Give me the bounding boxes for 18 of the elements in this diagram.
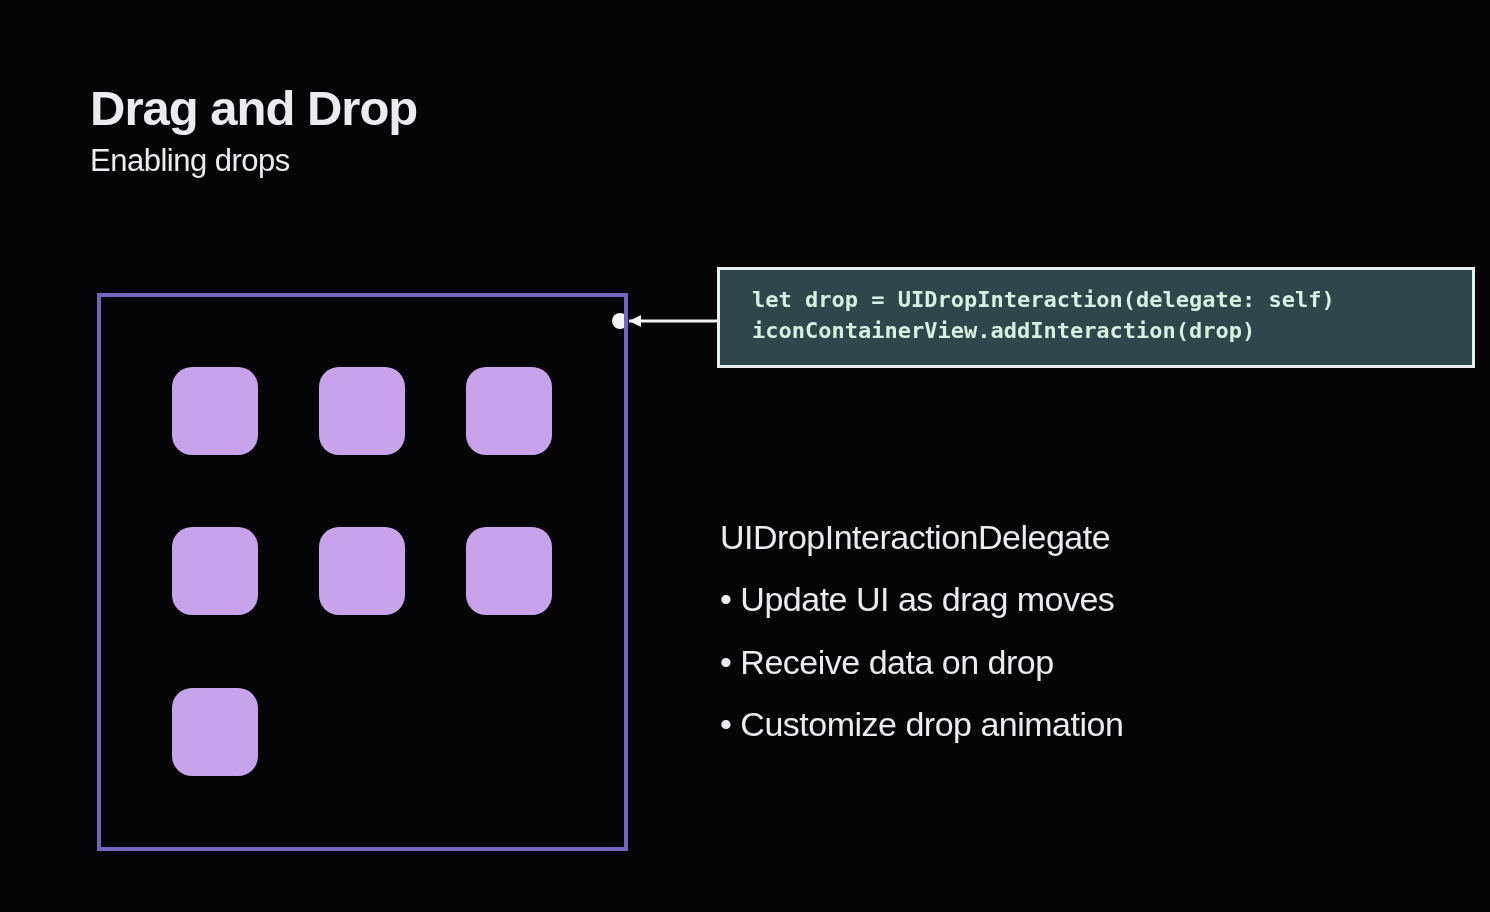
code-line: let drop = UIDropInteraction(delegate: self) [752, 286, 1335, 314]
container-view-box [97, 293, 628, 851]
bullet-item: • Update UI as drag moves [720, 580, 1115, 619]
app-icon-tile [172, 367, 258, 455]
slide-subtitle: Enabling drops [90, 143, 290, 179]
app-icon-tile [319, 527, 405, 615]
leader-line [612, 313, 717, 329]
app-icon-tile [319, 367, 405, 455]
app-icon-tile [466, 367, 552, 455]
bullet-item: • Customize drop animation [720, 705, 1124, 744]
section-heading: UIDropInteractionDelegate [720, 518, 1111, 557]
app-icon-tile [172, 688, 258, 776]
slide-title: Drag and Drop [90, 80, 418, 136]
code-box [717, 267, 1475, 368]
app-icon-tile [466, 527, 552, 615]
app-icon-tile [172, 527, 258, 615]
bullet-item: • Receive data on drop [720, 643, 1054, 682]
code-line: iconContainerView.addInteraction(drop) [752, 317, 1256, 345]
